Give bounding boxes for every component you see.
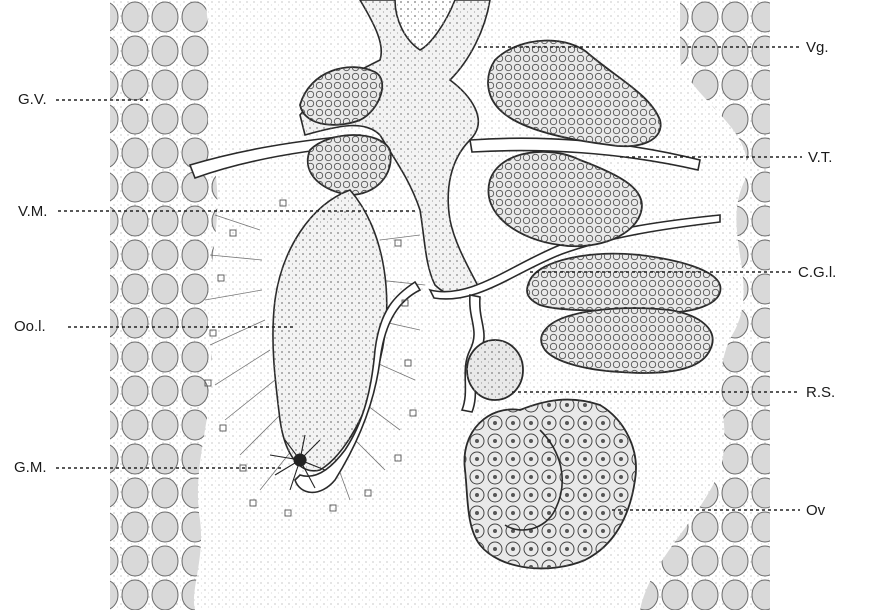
label-rs-text: R.S.: [806, 384, 835, 401]
label-gv-text: G.V.: [18, 91, 47, 108]
label-ov-text: Ov: [806, 502, 826, 519]
label-vg-text: Vg.: [806, 39, 829, 56]
label-ool-text: Oo.l.: [14, 318, 46, 335]
label-cgl-text: C.G.l.: [798, 264, 836, 281]
label-vm-text: V.M.: [18, 203, 47, 220]
receptaculum-stipple: [467, 340, 523, 400]
label-vt-text: V.T.: [808, 149, 832, 166]
label-gm-text: G.M.: [14, 459, 47, 476]
